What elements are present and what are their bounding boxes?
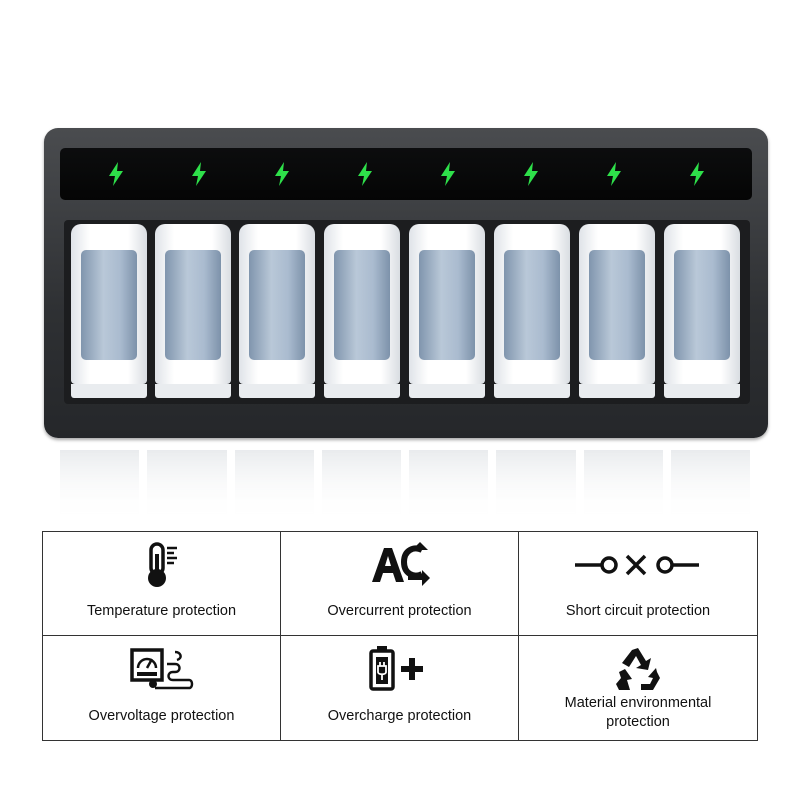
feature-overvoltage: Overvoltage protection xyxy=(43,636,281,740)
battery-charger xyxy=(44,128,768,438)
battery-wrap xyxy=(504,250,560,360)
battery-cell xyxy=(155,224,231,398)
lightning-bolt-icon xyxy=(108,162,123,186)
voltage-meter-icon xyxy=(129,648,193,690)
battery-base xyxy=(579,384,655,398)
battery-base xyxy=(494,384,570,398)
battery-base xyxy=(239,384,315,398)
lightning-bolt-icon xyxy=(274,162,289,186)
feature-overcharge: Overcharge protection xyxy=(281,636,519,740)
feature-label: Overcharge protection xyxy=(327,708,472,724)
feature-temperature: Temperature protection xyxy=(43,532,281,636)
battery-base xyxy=(664,384,740,398)
lightning-bolt-icon xyxy=(523,162,538,186)
battery-wrap xyxy=(81,250,137,360)
charger-reflection xyxy=(60,450,750,520)
short-circuit-icon xyxy=(575,554,699,576)
lightning-bolt-icon xyxy=(357,162,372,186)
battery-wrap xyxy=(419,250,475,360)
feature-overcurrent: Overcurrent protection xyxy=(281,532,519,636)
feature-grid: Temperature protection Overcurrent prote… xyxy=(42,531,758,741)
battery-cell xyxy=(409,224,485,398)
battery-cell xyxy=(494,224,570,398)
recycle-icon xyxy=(616,648,660,690)
feature-short-circuit: Short circuit protection xyxy=(519,532,757,636)
battery-plus-icon xyxy=(368,646,423,691)
feature-label: Temperature protection xyxy=(86,603,237,619)
battery-base xyxy=(155,384,231,398)
battery-wrap xyxy=(589,250,645,360)
battery-base xyxy=(324,384,400,398)
feature-label: Overvoltage protection xyxy=(88,708,235,724)
feature-label: Overcurrent protection xyxy=(327,603,472,619)
thermometer-icon xyxy=(147,542,177,587)
lightning-bolt-icon xyxy=(440,162,455,186)
battery-base xyxy=(409,384,485,398)
battery-cell xyxy=(71,224,147,398)
battery-wrap xyxy=(334,250,390,360)
battery-base xyxy=(71,384,147,398)
battery-wrap xyxy=(674,250,730,360)
lightning-bolt-icon xyxy=(191,162,206,186)
battery-wrap xyxy=(249,250,305,360)
lightning-bolt-icon xyxy=(606,162,621,186)
feature-label: Short circuit protection xyxy=(565,603,711,619)
led-indicator-strip xyxy=(60,148,752,200)
lightning-bolt-icon xyxy=(689,162,704,186)
battery-wrap xyxy=(165,250,221,360)
battery-cell xyxy=(664,224,740,398)
feature-label: Material environmental protection xyxy=(564,695,712,730)
ac-arrows-icon xyxy=(371,542,430,586)
feature-material: Material environmental protection xyxy=(519,636,757,740)
battery-cell xyxy=(239,224,315,398)
battery-cell xyxy=(579,224,655,398)
battery-cell xyxy=(324,224,400,398)
